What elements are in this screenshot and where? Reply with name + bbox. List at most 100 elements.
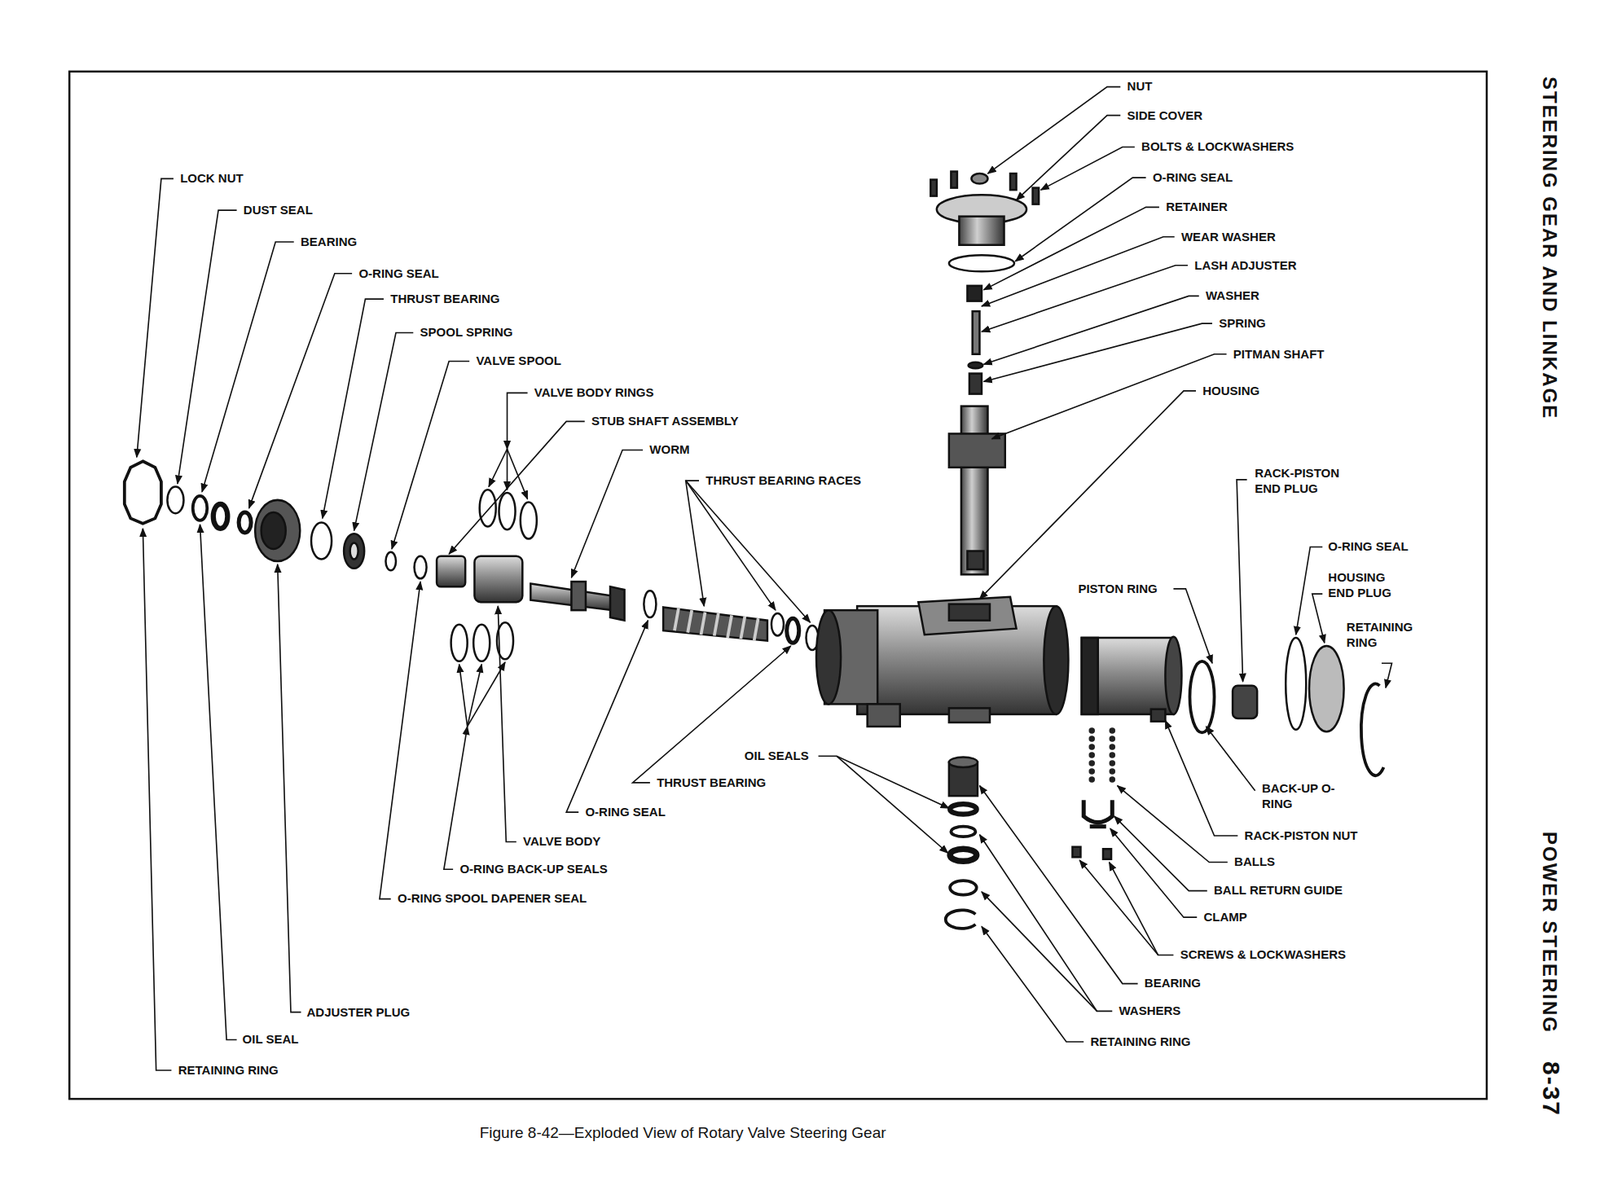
part-label: VALVE BODY RINGS [532, 385, 656, 401]
part-label: O-RING SEAL [356, 265, 440, 282]
part-label: BEARING [298, 233, 359, 250]
part-label: SPRING [1217, 316, 1268, 332]
part-label: BEARING [1142, 975, 1203, 992]
part-label: THRUST BEARING RACES [703, 473, 863, 489]
part-label: THRUST BEARING [388, 291, 502, 308]
leader-line [1381, 663, 1393, 688]
part-label: WASHERS [1117, 1003, 1183, 1020]
leader-line [571, 450, 643, 579]
part-label: PISTON RING [1076, 580, 1159, 597]
leader-line [981, 237, 1175, 307]
leader-line [202, 241, 295, 493]
leader-line [136, 178, 174, 458]
leader-line [685, 480, 811, 623]
part-label: RETAINING RING [176, 1063, 281, 1079]
part-label: SIDE COVER [1125, 107, 1205, 124]
part-label: BALL RETURN GUIDE [1212, 883, 1345, 899]
part-label: BOLTS & LOCKWASHERS [1139, 139, 1296, 155]
part-label: O-RING SEAL [1151, 170, 1235, 186]
part-label: WASHER [1204, 288, 1262, 304]
part-label: O-RING SEAL [583, 804, 667, 821]
part-label: LASH ADJUSTER [1192, 257, 1298, 273]
leader-line [467, 662, 506, 727]
leader-line [488, 448, 508, 487]
part-label: RACK-PISTON NUT [1243, 827, 1360, 844]
part-label: VALVE SPOOL [474, 353, 563, 370]
frame [69, 71, 1487, 1099]
housing-drawing [816, 597, 1069, 727]
leader-line [981, 265, 1188, 332]
leader-line [983, 323, 1213, 382]
part-label: VALVE BODY [521, 834, 603, 850]
part-label: THRUST BEARING [654, 774, 768, 791]
leader-line [1206, 726, 1256, 792]
part-label: SCREWS & LOCKWASHERS [1178, 947, 1348, 963]
leader-line [1016, 115, 1121, 201]
part-label: O-RING BACK-UP SEALS [457, 861, 609, 878]
part-label: CLAMP [1202, 909, 1249, 926]
pitman-parts [930, 171, 1039, 576]
leader-line [1236, 479, 1248, 682]
part-label: HOUSING END PLUG [1326, 570, 1411, 602]
leader-line [497, 606, 517, 842]
leader-line [448, 421, 585, 554]
part-label: PITMAN SHAFT [1231, 346, 1327, 362]
part-label: DUST SEAL [241, 202, 315, 219]
leader-line [459, 664, 468, 727]
leader-lines [136, 87, 1393, 1071]
leader-line [979, 835, 1113, 1012]
leader-line [507, 392, 528, 449]
part-label: BACK-UP O-RING [1260, 781, 1341, 813]
leader-line [979, 391, 1196, 600]
leader-line [987, 87, 1121, 174]
part-label: STUB SHAFT ASSEMBLY [589, 413, 741, 430]
part-label: NUT [1125, 79, 1155, 95]
part-label: RETAINING RING [1088, 1033, 1192, 1050]
valve-parts [124, 461, 819, 662]
leader-line [322, 298, 384, 519]
leader-line [1312, 593, 1325, 643]
leader-line [566, 620, 648, 813]
leader-line [1015, 177, 1146, 262]
leader-line [1079, 860, 1174, 955]
leader-line [981, 926, 1084, 1042]
part-label: HOUSING [1200, 382, 1262, 399]
part-label: OIL SEAL [241, 1032, 301, 1048]
leader-line [685, 480, 705, 607]
leader-line [991, 354, 1227, 440]
leader-line [467, 664, 483, 727]
leader-line [249, 273, 353, 509]
part-label: BALLS [1232, 854, 1277, 871]
leader-line [983, 295, 1199, 365]
leader-line [177, 210, 238, 484]
section-header: STEERING GEAR AND LINKAGE [1538, 76, 1561, 420]
part-label: WEAR WASHER [1179, 228, 1278, 245]
part-label: RETAINER [1164, 199, 1230, 216]
part-label: RETAINING RING [1345, 620, 1434, 652]
leader-line [443, 726, 468, 870]
leader-line [354, 332, 414, 531]
part-label: RACK-PISTON END PLUG [1252, 465, 1367, 497]
part-label: OIL SEALS [742, 748, 811, 765]
part-label: O-RING SEAL [1326, 539, 1410, 555]
leader-line [506, 448, 509, 490]
part-label: O-RING SPOOL DAPENER SEAL [395, 891, 589, 907]
page-number: 8-37 [1537, 1061, 1565, 1117]
section-header: POWER STEERING [1538, 831, 1561, 1034]
figure-caption: Figure 8-42—Exploded View of Rotary Valv… [479, 1124, 887, 1143]
leader-line [277, 564, 302, 1013]
part-label: ADJUSTER PLUG [305, 1004, 413, 1020]
leader-line [685, 480, 776, 611]
part-label: WORM [647, 442, 691, 458]
leader-line [1296, 546, 1324, 635]
leader-line [1109, 862, 1159, 956]
leader-line [836, 756, 949, 853]
leader-line [1110, 828, 1197, 918]
leader-line [391, 361, 470, 550]
leader-line [507, 448, 528, 499]
leader-line [1041, 146, 1135, 190]
leader-line [379, 581, 421, 900]
leader-line [1164, 720, 1238, 836]
leader-line [142, 528, 172, 1071]
